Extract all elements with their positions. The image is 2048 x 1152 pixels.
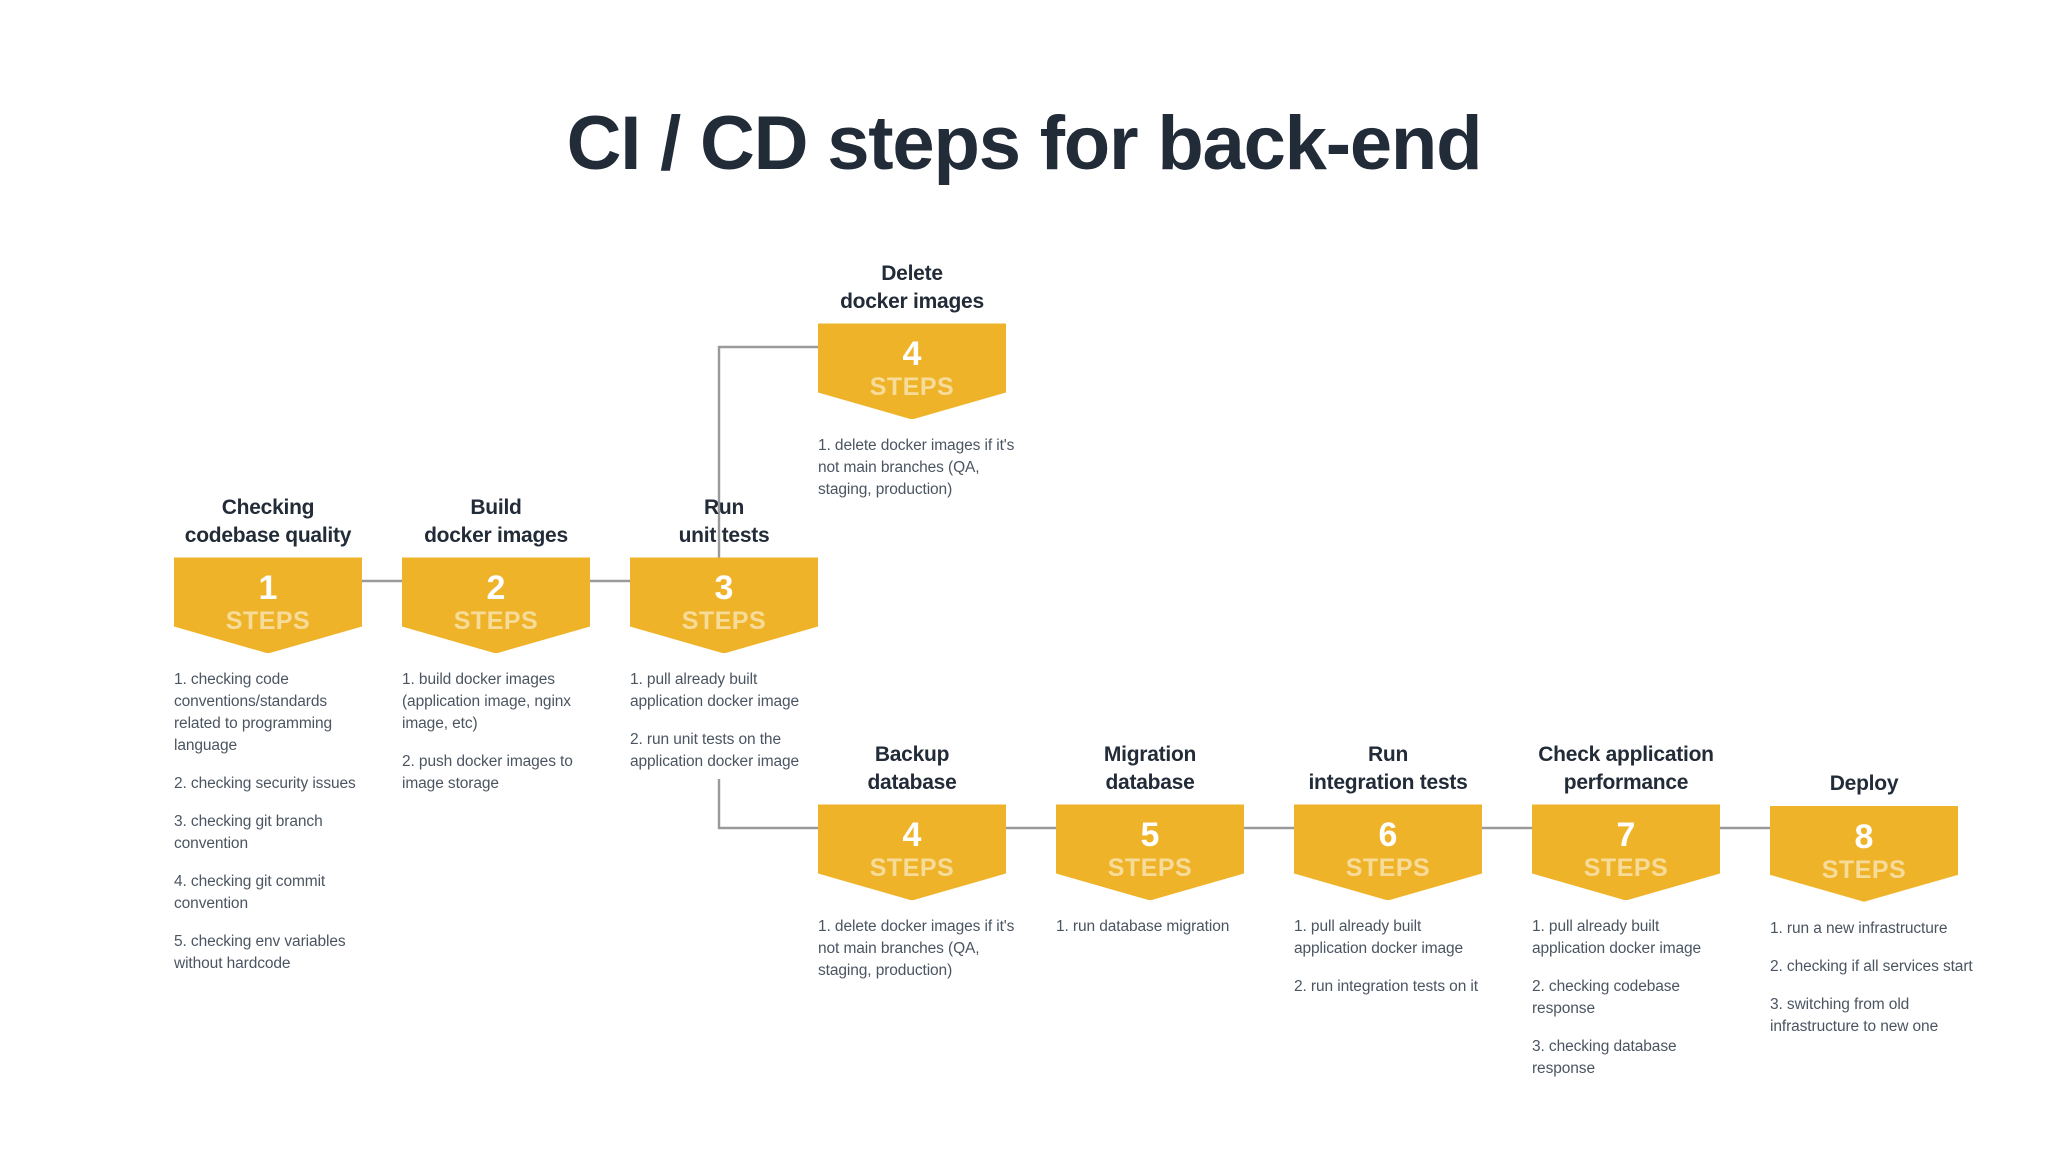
step-chevron-badge[interactable]: 2 STEPS (402, 557, 590, 654)
step-chevron-badge[interactable]: 5 STEPS (1056, 804, 1244, 901)
list-item: 2. run unit tests on the application doc… (630, 731, 800, 771)
list-item: 1. delete docker images if it's not main… (818, 437, 1015, 499)
step-chevron-badge[interactable]: 7 STEPS (1532, 804, 1720, 901)
step-number: 6 (1378, 816, 1398, 855)
step-number: 5 (1140, 816, 1160, 855)
page-title: CI / CD steps for back-end (566, 101, 1483, 186)
step-title: Delete docker images (840, 262, 984, 313)
step-steps-label: STEPS (869, 373, 955, 402)
step-chevron-badge[interactable]: 1 STEPS (174, 557, 362, 654)
step-steps-label: STEPS (1583, 854, 1669, 883)
step-number: 3 (714, 569, 734, 608)
step-bullet-list: 1. build docker images (application imag… (402, 669, 590, 795)
step-title: Checking codebase quality (184, 496, 352, 547)
step-number: 2 (486, 569, 506, 608)
list-item: 2. push docker images to image storage (402, 753, 573, 793)
list-item: 3. switching from old infrastructure to … (1770, 995, 1939, 1035)
step-node-build-docker-images[interactable]: Build docker images 2 STEPS 1. build doc… (402, 494, 590, 795)
step-title: Migration database (1103, 743, 1197, 794)
connector-3-backup (717, 779, 818, 830)
step-node-delete-docker-images[interactable]: Delete docker images 4 STEPS 1. delete d… (818, 260, 1014, 501)
step-number: 4 (902, 816, 922, 855)
step-bullet-list: 1. run database migration (1056, 916, 1271, 938)
step-number: 4 (902, 335, 922, 374)
step-chevron-badge[interactable]: 4 STEPS (818, 804, 1006, 901)
step-steps-label: STEPS (1345, 854, 1431, 883)
step-bullet-list: 1. delete docker images if it's not main… (818, 916, 1033, 982)
step-bullet-list: 1. pull already built application docker… (630, 669, 818, 773)
step-bullet-list: 1. pull already built application docker… (1294, 916, 1482, 998)
step-node-checking-codebase-quality[interactable]: Checking codebase quality 1 STEPS 1. che… (174, 494, 362, 975)
step-steps-label: STEPS (225, 607, 311, 636)
list-item: 4. checking git commit convention (174, 873, 326, 913)
step-chevron-badge[interactable]: 6 STEPS (1294, 804, 1482, 901)
step-title: Build docker images (424, 496, 568, 547)
step-title: Check application performance (1538, 743, 1714, 794)
step-node-deploy[interactable]: Deploy 8 STEPS 1. run a new infrastructu… (1770, 741, 1973, 1038)
step-bullet-list: 1. checking code conventions/standards r… (174, 669, 362, 975)
step-node-backup-database[interactable]: Backup database 4 STEPS 1. delete docker… (818, 741, 1014, 982)
step-number: 8 (1854, 817, 1874, 856)
list-item: 2. checking codebase response (1532, 978, 1680, 1018)
list-item: 1. build docker images (application imag… (402, 671, 571, 733)
step-steps-label: STEPS (1821, 855, 1907, 884)
list-item: 3. checking database response (1532, 1038, 1677, 1078)
step-chevron-badge[interactable]: 8 STEPS (1770, 805, 1958, 902)
list-item: 5. checking env variables without hardco… (174, 933, 346, 973)
step-steps-label: STEPS (681, 607, 767, 636)
step-title: Run unit tests (678, 496, 770, 547)
step-bullet-list: 1. delete docker images if it's not main… (818, 435, 1033, 501)
step-number: 7 (1616, 816, 1636, 855)
step-number: 1 (258, 569, 278, 608)
step-chevron-badge[interactable]: 3 STEPS (630, 557, 818, 654)
list-item: 2. checking security issues (174, 775, 356, 793)
list-item: 1. pull already built application docker… (1294, 918, 1464, 958)
list-item: 2. run integration tests on it (1294, 978, 1478, 996)
step-title: Backup database (867, 743, 957, 794)
step-node-check-application-performance[interactable]: Check application performance 7 STEPS 1.… (1532, 741, 1720, 1080)
step-steps-label: STEPS (453, 607, 539, 636)
step-chevron-badge[interactable]: 4 STEPS (818, 323, 1006, 420)
list-item: 1. checking code conventions/standards r… (174, 671, 333, 755)
step-node-run-integration-tests[interactable]: Run integration tests 6 STEPS 1. pull al… (1294, 741, 1482, 998)
step-steps-label: STEPS (869, 854, 955, 883)
step-node-migration-database[interactable]: Migration database 5 STEPS 1. run databa… (1056, 741, 1244, 938)
step-bullet-list: 1. pull already built application docker… (1532, 916, 1720, 1080)
list-item: 1. delete docker images if it's not main… (818, 918, 1015, 980)
list-item: 1. pull already built application docker… (630, 671, 800, 711)
step-bullet-list: 1. run a new infrastructure 2. checking … (1770, 918, 1985, 1038)
list-item: 2. checking if all services start (1770, 957, 1973, 975)
step-title: Run integration tests (1308, 743, 1468, 794)
list-item: 1. pull already built application docker… (1532, 918, 1702, 958)
list-item: 1. run a new infrastructure (1770, 919, 1948, 937)
step-steps-label: STEPS (1107, 854, 1193, 883)
list-item: 1. run database migration (1056, 918, 1230, 936)
step-node-run-unit-tests[interactable]: Run unit tests 3 STEPS 1. pull already b… (630, 494, 818, 773)
step-title: Deploy (1829, 772, 1899, 795)
list-item: 3. checking git branch convention (174, 813, 323, 853)
